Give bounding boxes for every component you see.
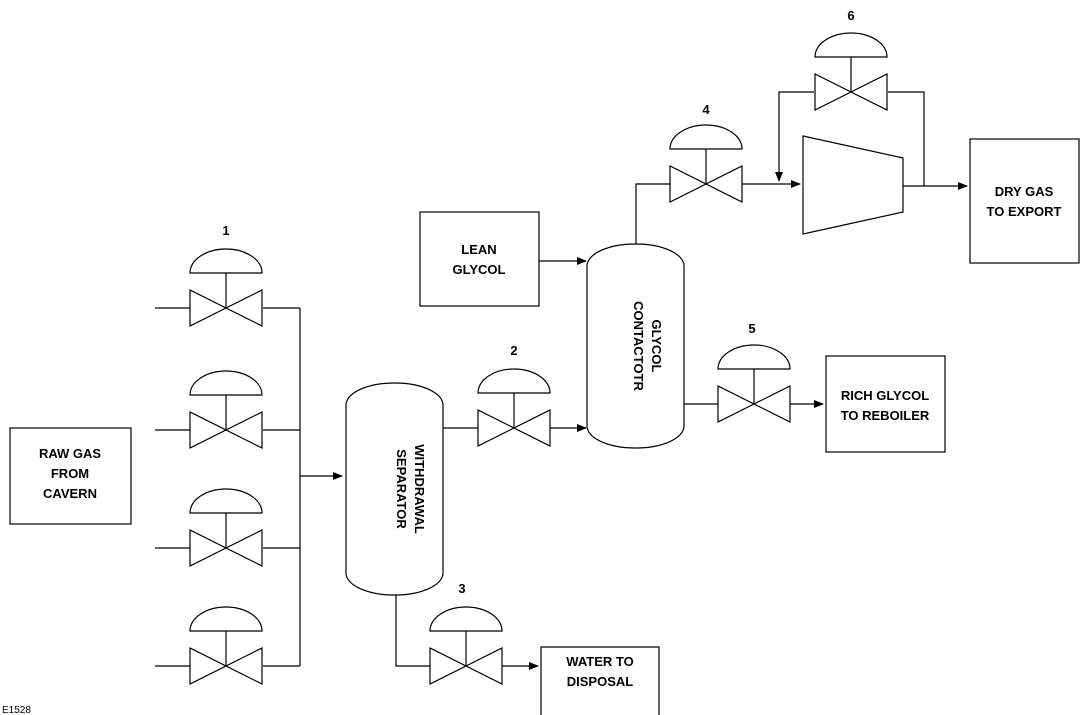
separator-label-2: SEPARATOR [394, 449, 409, 529]
control-valve-1d [189, 606, 263, 685]
dry-gas-export-box: DRY GAS TO EXPORT [969, 138, 1080, 264]
valve-6-number: 6 [847, 8, 854, 23]
raw-gas-line-2: FROM [51, 466, 89, 481]
control-valve-1c [189, 488, 263, 567]
separator-label-1: WITHDRAWAL [412, 444, 427, 534]
compressor [802, 135, 904, 235]
contactor-label-1: GLYCOL [649, 320, 664, 373]
figure-reference: E1528 [2, 705, 31, 715]
dry-gas-line-2: TO EXPORT [987, 204, 1062, 219]
valve-5-number: 5 [748, 321, 755, 336]
raw-gas-line-1: RAW GAS [39, 446, 101, 461]
piping [155, 91, 968, 670]
control-valve-5 [717, 344, 791, 423]
lean-glycol-line-2: GLYCOL [453, 262, 506, 277]
rich-glycol-line-1: RICH GLYCOL [841, 388, 929, 403]
control-valve-3 [429, 606, 503, 685]
control-valve-2 [477, 368, 551, 447]
valve-3-number: 3 [458, 581, 465, 596]
control-valve-4 [669, 124, 743, 203]
glycol-contactor-vessel: GLYCOL CONTACTOTR [586, 243, 685, 449]
rich-glycol-reboiler-box: RICH GLYCOL TO REBOILER [825, 355, 946, 453]
raw-gas-line-3: CAVERN [43, 486, 97, 501]
valve-4-number: 4 [702, 102, 710, 117]
lean-glycol-box: LEAN GLYCOL [419, 211, 540, 307]
valve-1-number: 1 [222, 223, 229, 238]
contactor-label-2: CONTACTOTR [631, 301, 646, 391]
water-line-2: DISPOSAL [567, 674, 634, 689]
raw-gas-source-box: RAW GAS FROM CAVERN [9, 427, 132, 525]
rich-glycol-line-2: TO REBOILER [841, 408, 930, 423]
water-line-1: WATER TO [566, 654, 633, 669]
control-valve-1a [189, 248, 263, 327]
withdrawal-separator-vessel: WITHDRAWAL SEPARATOR [345, 382, 444, 596]
control-valve-6 [814, 32, 888, 111]
valve-2-number: 2 [510, 343, 517, 358]
dry-gas-line-1: DRY GAS [995, 184, 1054, 199]
water-disposal-box: WATER TO DISPOSAL [540, 646, 660, 715]
control-valve-1b [189, 370, 263, 449]
lean-glycol-line-1: LEAN [461, 242, 496, 257]
